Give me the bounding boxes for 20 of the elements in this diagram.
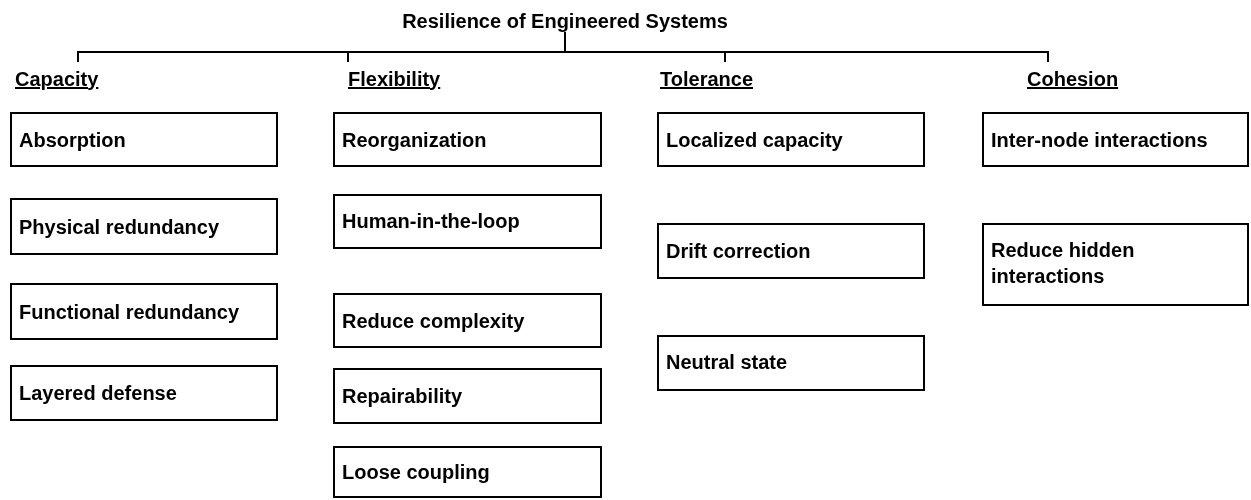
category-heading: Flexibility <box>348 64 478 94</box>
attribute-box: Localized capacity <box>657 112 925 167</box>
connector-line <box>564 31 1049 63</box>
category-heading: Capacity <box>15 64 145 94</box>
attribute-box: Physical redundancy <box>10 198 278 255</box>
category-heading: Tolerance <box>660 64 790 94</box>
attribute-box: Layered defense <box>10 365 278 421</box>
diagram-title: Resilience of Engineered Systems <box>330 6 800 36</box>
attribute-box: Functional redundancy <box>10 283 278 340</box>
attribute-box: Repairability <box>333 368 602 424</box>
attribute-box: Human-in-the-loop <box>333 194 602 249</box>
attribute-box: Inter-node interactions <box>982 112 1249 167</box>
category-heading: Cohesion <box>1027 64 1157 94</box>
attribute-box: Loose coupling <box>333 446 602 498</box>
attribute-box: Reorganization <box>333 112 602 167</box>
attribute-box: Reduce hidden interactions <box>982 223 1249 306</box>
attribute-box: Absorption <box>10 112 278 167</box>
attribute-box: Reduce complexity <box>333 293 602 348</box>
attribute-box: Drift correction <box>657 223 925 279</box>
attribute-box: Neutral state <box>657 335 925 391</box>
